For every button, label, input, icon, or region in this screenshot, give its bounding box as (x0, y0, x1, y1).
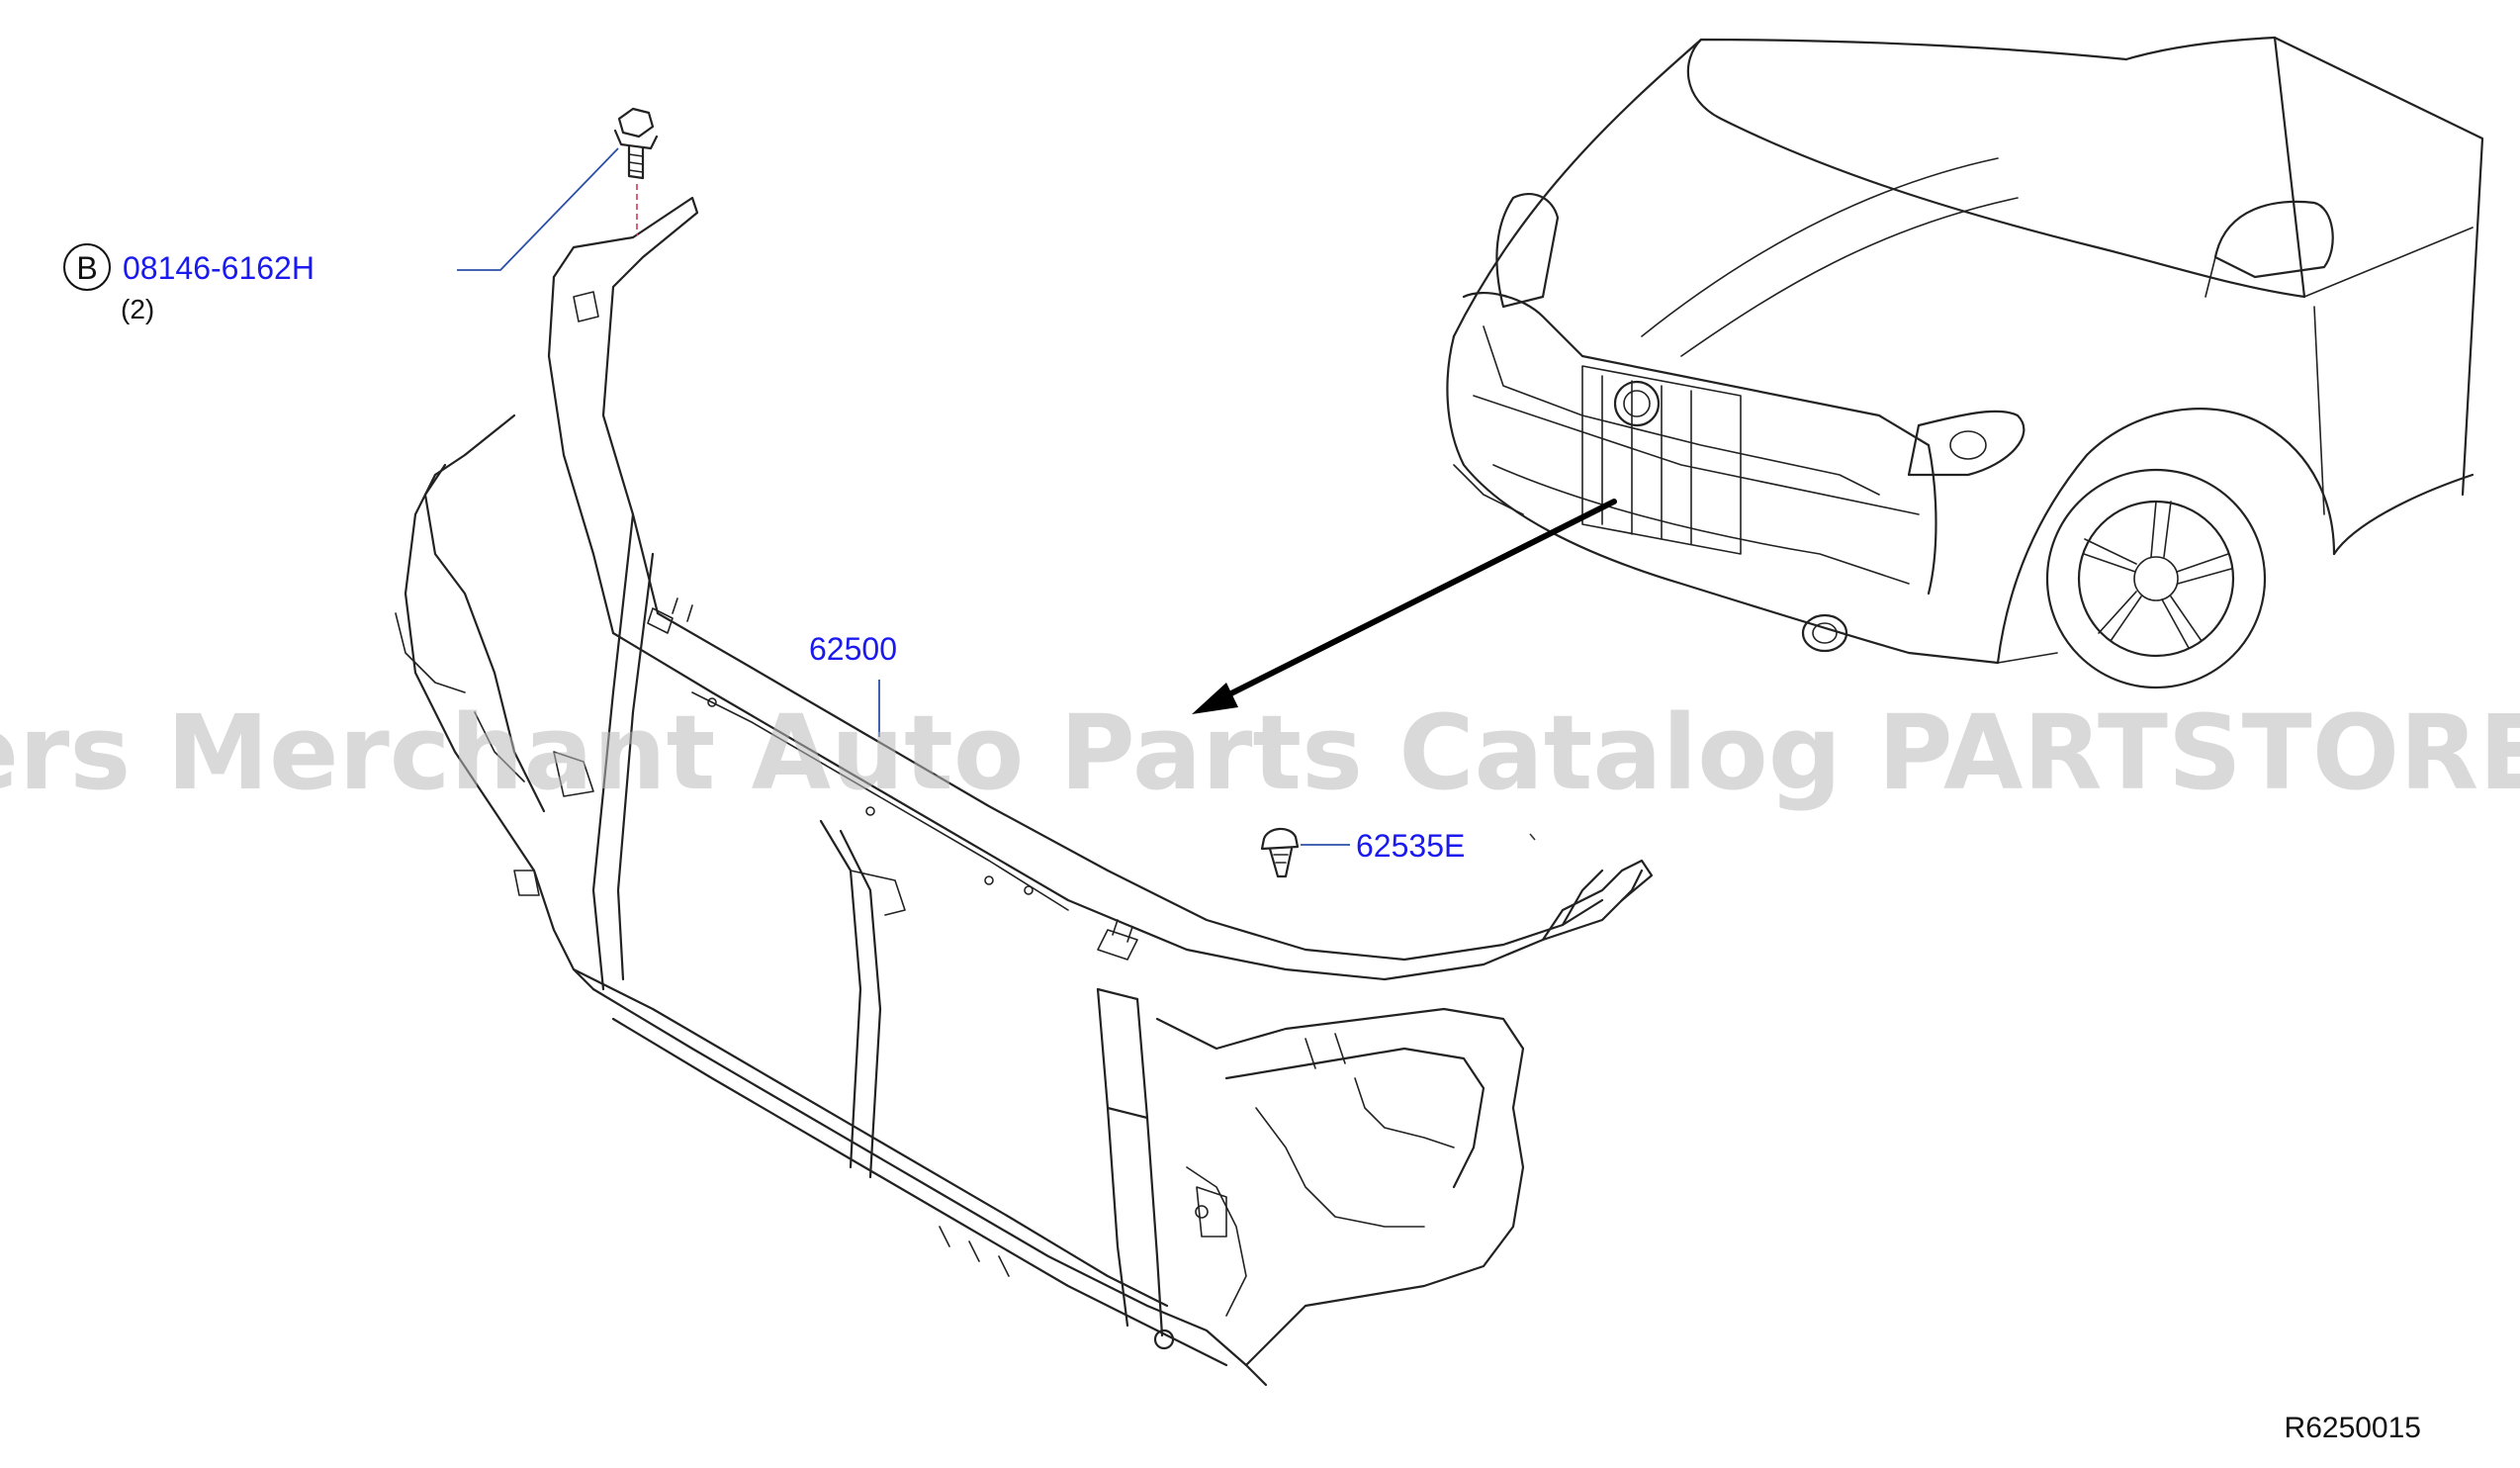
radiator-core-support-illustration (395, 196, 1654, 1387)
direction-arrow (1192, 499, 1617, 714)
bolt-part-number[interactable]: 08146-6162H (123, 250, 315, 286)
bolt-illustration (613, 107, 659, 235)
bolt-quantity: (2) (121, 294, 154, 324)
bolt-callout[interactable]: B 08146-6162H (2) (63, 243, 315, 324)
clip-illustration (1260, 827, 1300, 878)
watermark-text: Offers Merchant Auto Parts Catalog PARTS… (0, 692, 2520, 813)
vehicle-illustration (1446, 36, 2484, 689)
diagram-code: R6250015 (2285, 1412, 2421, 1444)
bolt-circle-letter: B (76, 250, 97, 286)
leader-lines (457, 147, 1536, 846)
clip-part-number[interactable]: 62535E (1356, 828, 1465, 864)
support-part-number[interactable]: 62500 (809, 631, 897, 667)
